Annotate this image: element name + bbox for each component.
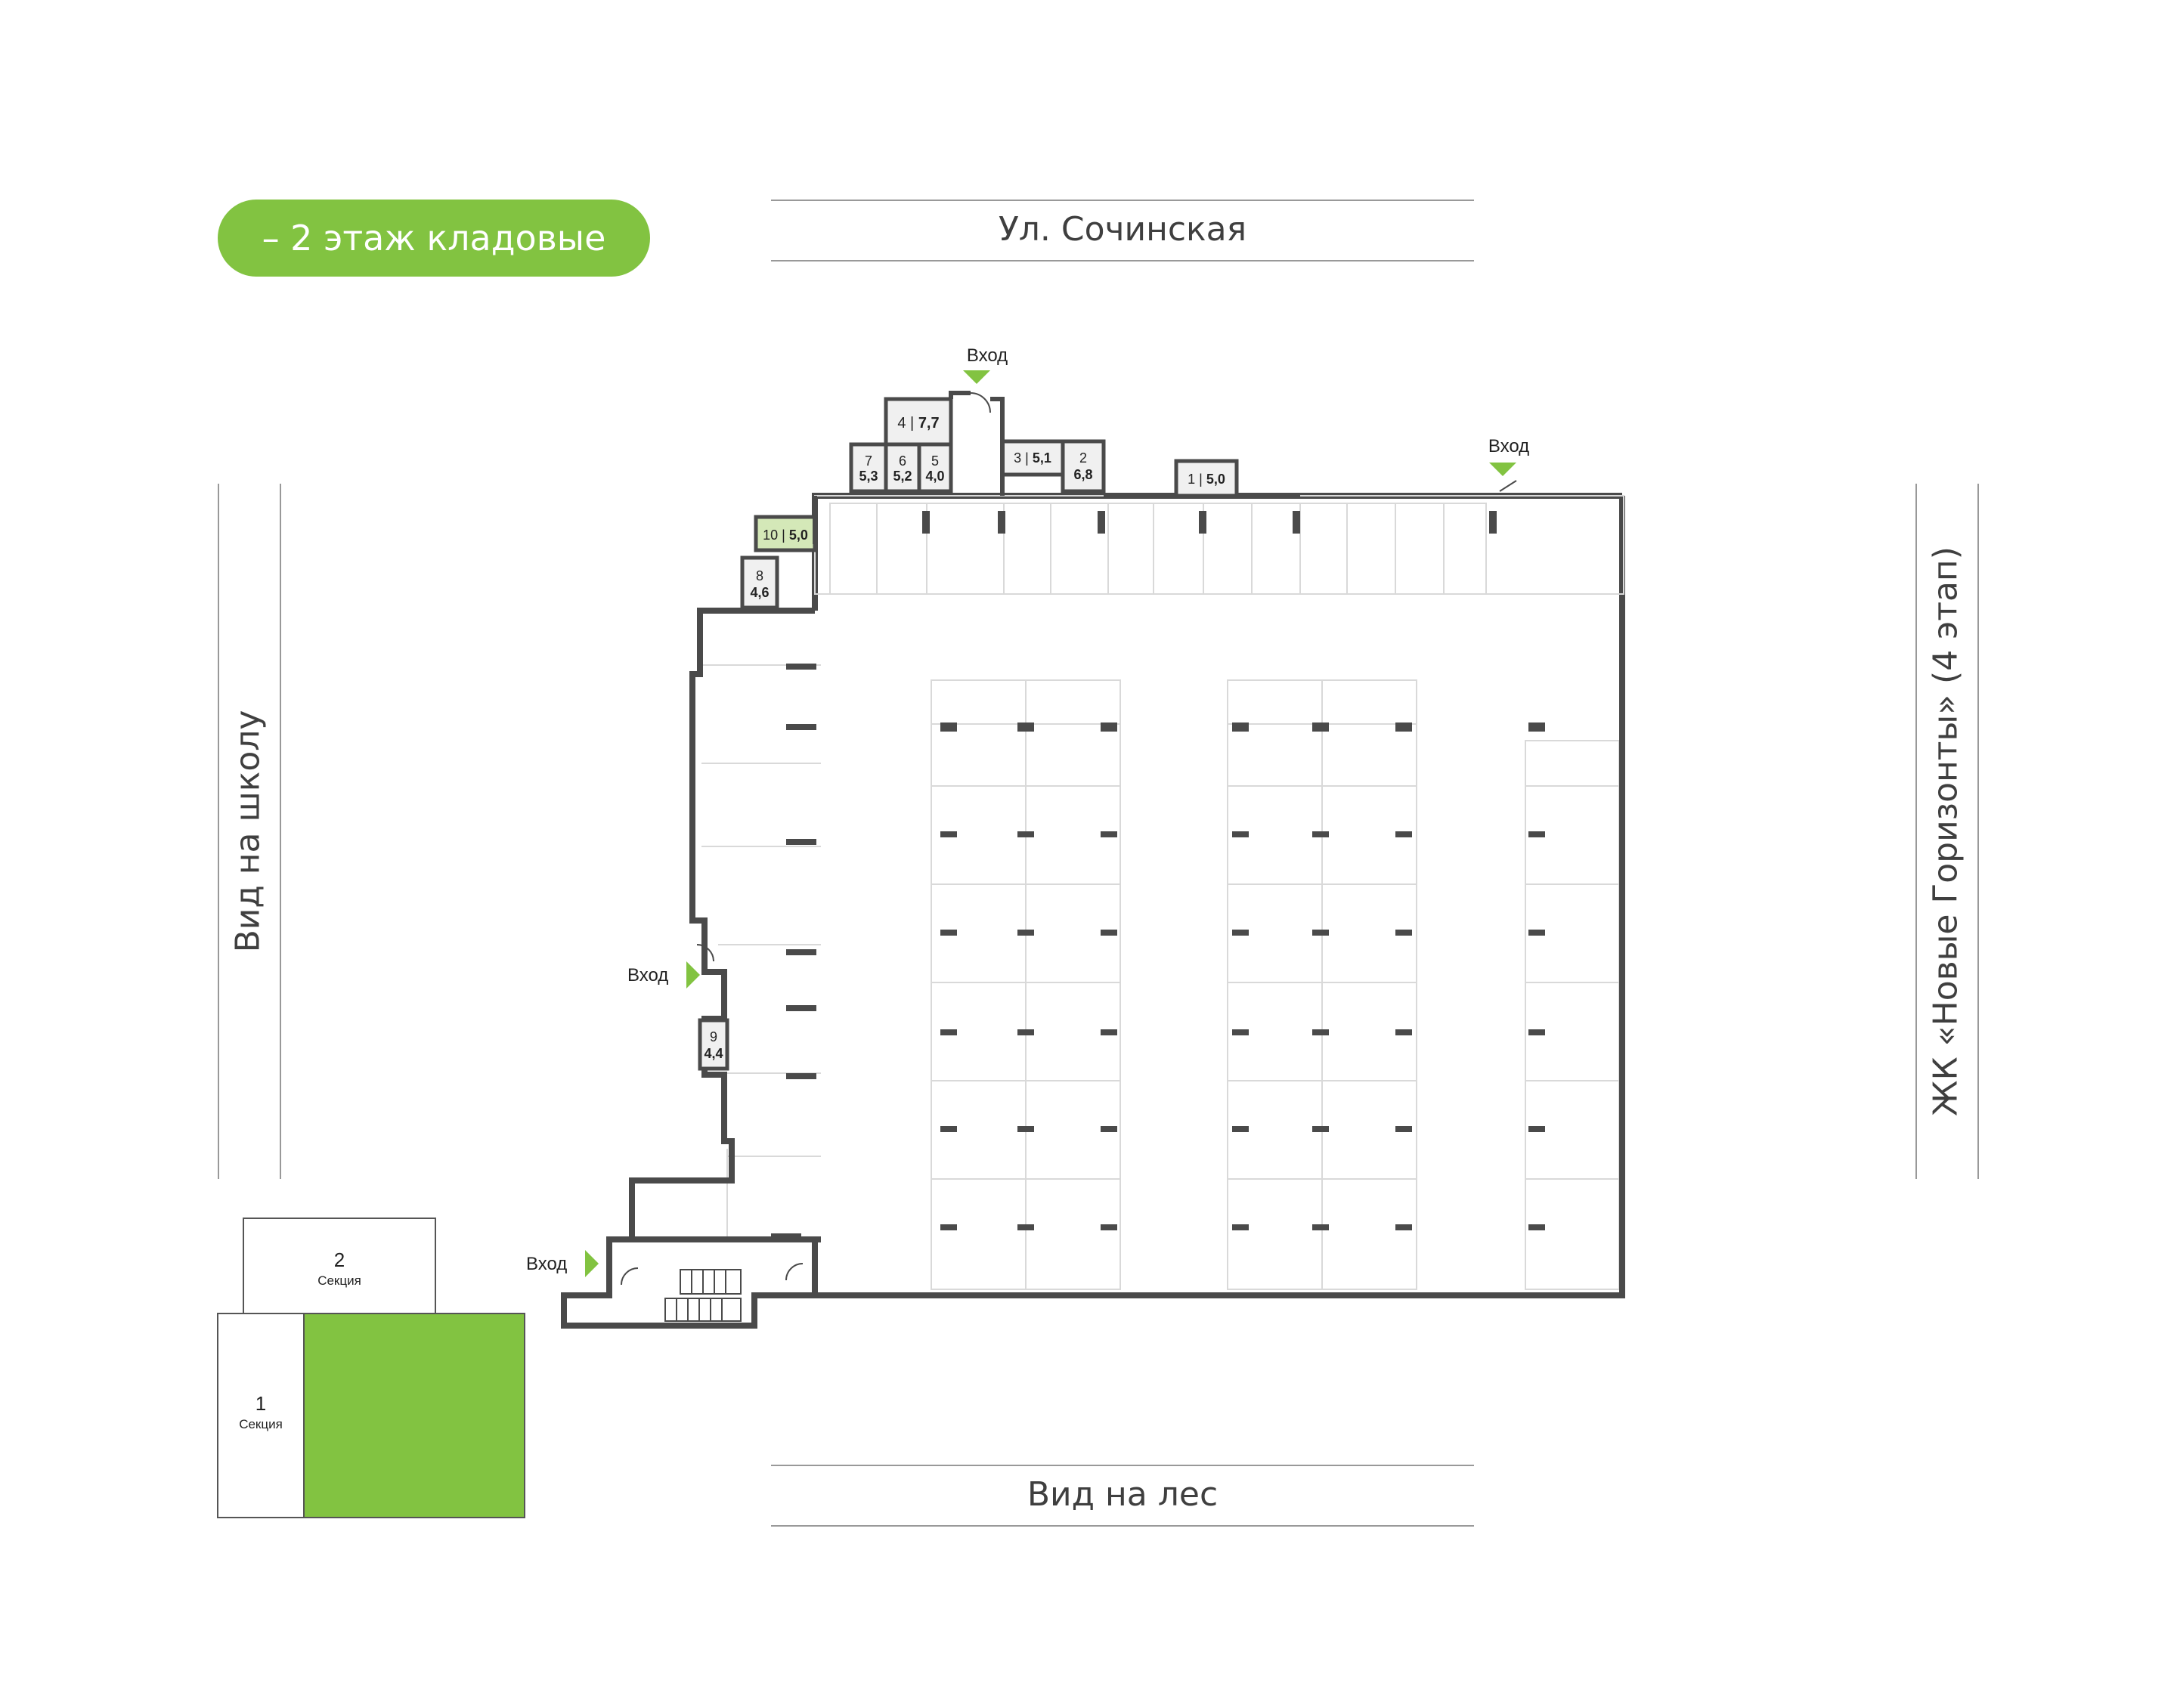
section-map: 2 Секция 1 Секция xyxy=(217,1218,525,1518)
svg-text:4,4: 4,4 xyxy=(704,1046,723,1061)
storage-unit-2[interactable]: 2 6,8 xyxy=(1061,439,1106,494)
svg-text:6: 6 xyxy=(899,453,906,469)
doors xyxy=(621,392,1517,1286)
svg-text:4,0: 4,0 xyxy=(925,469,944,484)
storage-units: 4 | 7,7 7 5,3 6 5,2 5 4,0 3 | 5,1 2 6,8 xyxy=(698,397,1239,1071)
entrance-bottom-left[interactable]: Вход xyxy=(526,1250,599,1277)
svg-text:9: 9 xyxy=(710,1029,717,1044)
storage-unit-4[interactable]: 4 | 7,7 xyxy=(884,397,953,447)
entrance-arrow-icon xyxy=(585,1250,599,1277)
svg-text:1 | 5,0: 1 | 5,0 xyxy=(1188,472,1225,487)
entrance-arrow-icon xyxy=(963,370,990,384)
section-2-label: Секция xyxy=(317,1273,361,1288)
entrance-top-right[interactable]: Вход xyxy=(1488,436,1529,476)
storage-unit-5[interactable]: 5 4,0 xyxy=(917,442,953,494)
street-bottom-label: Вид на лес xyxy=(1027,1475,1219,1514)
storage-unit-9[interactable]: 9 4,4 xyxy=(698,1018,729,1071)
svg-text:Вход: Вход xyxy=(627,965,668,986)
svg-text:Вход: Вход xyxy=(526,1254,567,1274)
street-top-label: Ул. Сочинская xyxy=(998,210,1247,249)
section-2-block[interactable] xyxy=(243,1218,436,1314)
storage-outline xyxy=(813,391,1300,544)
corridor-top xyxy=(814,495,1624,595)
storage-unit-7[interactable]: 7 5,3 xyxy=(849,442,888,494)
svg-text:5,2: 5,2 xyxy=(893,469,912,484)
building-walls xyxy=(561,493,1625,1329)
street-top: Ул. Сочинская xyxy=(771,200,1474,261)
storage-unit-1[interactable]: 1 | 5,0 xyxy=(1174,459,1239,498)
svg-text:8: 8 xyxy=(756,568,763,583)
svg-text:6,8: 6,8 xyxy=(1073,467,1092,482)
floor-badge: – 2 этаж кладовые xyxy=(218,200,650,277)
svg-text:3 | 5,1: 3 | 5,1 xyxy=(1014,450,1051,466)
svg-text:7: 7 xyxy=(865,453,872,469)
storage-unit-10[interactable]: 10 | 5,0 xyxy=(754,515,817,552)
section-1-label: Секция xyxy=(239,1417,283,1431)
street-bottom: Вид на лес xyxy=(771,1465,1474,1527)
storage-unit-3[interactable]: 3 | 5,1 xyxy=(1000,439,1065,477)
entrance-left[interactable]: Вход xyxy=(627,961,700,989)
svg-text:5: 5 xyxy=(931,453,939,469)
entrances: Вход Вход Вход Вход xyxy=(526,345,1529,1277)
storage-unit-8[interactable]: 8 4,6 xyxy=(740,555,779,610)
svg-text:10 | 5,0: 10 | 5,0 xyxy=(763,528,808,543)
street-left xyxy=(218,484,281,1179)
storage-unit-6[interactable]: 6 5,2 xyxy=(884,442,921,494)
svg-text:4,6: 4,6 xyxy=(750,585,769,600)
parking-grid xyxy=(635,503,1620,1290)
section-1-number: 1 xyxy=(255,1392,266,1415)
top-recess-walls xyxy=(814,495,1624,595)
section-2-number: 2 xyxy=(334,1249,345,1271)
street-right xyxy=(1915,484,1979,1179)
entrance-top[interactable]: Вход xyxy=(963,345,1008,384)
svg-text:5,3: 5,3 xyxy=(859,469,878,484)
section-1-current-block xyxy=(303,1313,525,1518)
stairs xyxy=(664,1269,742,1322)
entrance-arrow-icon xyxy=(686,961,700,989)
svg-text:Вход: Вход xyxy=(1488,436,1529,456)
svg-text:Вход: Вход xyxy=(967,345,1008,366)
wheel-stops xyxy=(771,511,1545,1239)
entrance-arrow-icon xyxy=(1489,463,1516,476)
svg-text:2: 2 xyxy=(1079,450,1087,466)
section-1-block[interactable] xyxy=(217,1313,305,1518)
svg-text:4 | 7,7: 4 | 7,7 xyxy=(897,415,939,432)
